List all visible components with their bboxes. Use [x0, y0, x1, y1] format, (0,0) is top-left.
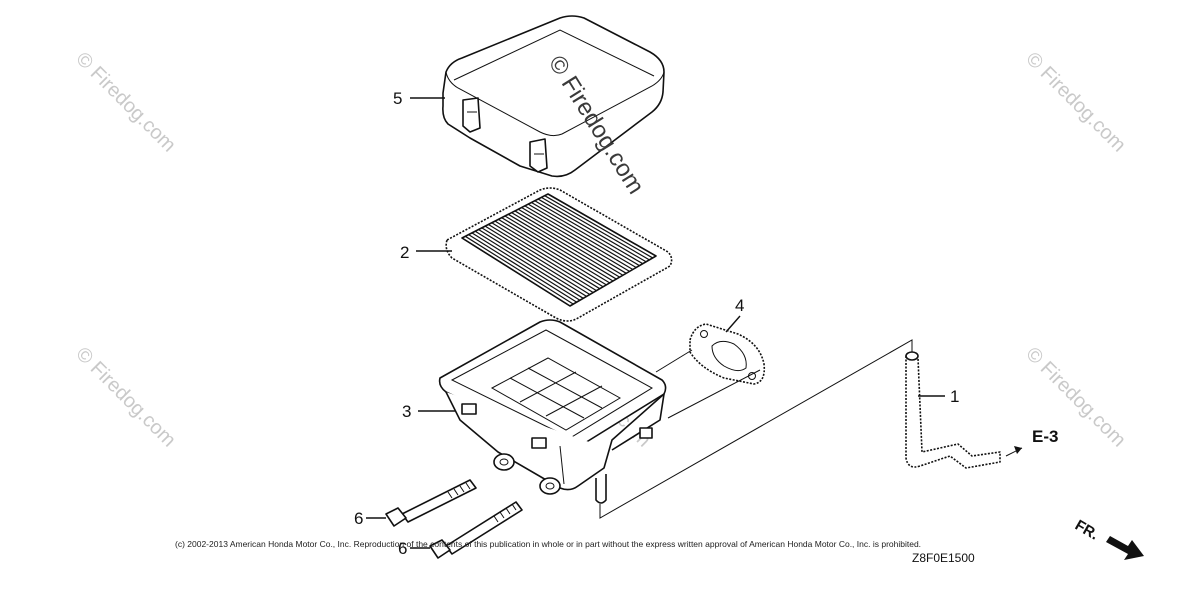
filter-pleat — [521, 207, 630, 272]
air-cleaner-cover — [442, 15, 665, 178]
copyright-notice: (c) 2002-2013 American Honda Motor Co., … — [175, 539, 921, 549]
filter-pleat — [464, 235, 574, 305]
air-filter-element — [445, 187, 673, 322]
filter-pleat — [491, 222, 601, 290]
filter-pleat — [547, 193, 657, 257]
alignment-line — [655, 349, 693, 373]
filter-pleat — [484, 225, 594, 294]
leader-line-4 — [725, 315, 741, 333]
callout-3: 3 — [402, 402, 411, 421]
watermark-top-right: © Firedog.com — [1021, 48, 1130, 157]
bolt-upper — [385, 479, 477, 527]
callout-4: 4 — [735, 296, 744, 315]
watermark-text: © Firedog.com — [71, 343, 180, 452]
breather-tube — [905, 351, 1001, 469]
watermark-text: © Firedog.com — [1021, 48, 1130, 157]
filter-pleat — [501, 217, 611, 284]
filter-pleat — [471, 232, 581, 301]
watermark-mid-left: © Firedog.com — [71, 343, 180, 452]
filter-pleat — [474, 230, 584, 299]
callout-1: 1 — [950, 387, 959, 406]
filter-pleat — [488, 223, 597, 292]
filter-pleat — [537, 198, 647, 263]
filter-pleat — [494, 220, 604, 288]
filter-pleat — [524, 205, 634, 270]
air-cleaner-case — [438, 319, 667, 504]
filter-pleat — [504, 215, 614, 282]
callout-6a: 6 — [354, 509, 363, 528]
gasket — [689, 323, 766, 385]
filter-pleat — [498, 218, 607, 286]
callout-5: 5 — [393, 89, 402, 108]
watermark-text: © Firedog.com — [71, 48, 180, 157]
filter-pleat — [514, 210, 624, 276]
callout-6b: 6 — [398, 539, 407, 558]
filter-pleat — [507, 213, 617, 280]
direction-arrow — [1106, 536, 1144, 560]
filter-pleat — [527, 203, 637, 269]
filter-pleat — [511, 212, 620, 278]
filter-pleat — [478, 229, 587, 297]
filter-pleat — [461, 237, 571, 307]
diagram-code: Z8F0E1500 — [912, 551, 975, 565]
filter-pleat — [517, 208, 627, 274]
filter-pleat — [531, 201, 640, 267]
callout-2: 2 — [400, 243, 409, 262]
filter-pleat — [468, 234, 577, 303]
filter-pleat — [534, 200, 644, 265]
alignment-line — [667, 369, 761, 419]
watermark-top-left: © Firedog.com — [71, 48, 180, 157]
bolt-lower — [429, 501, 523, 559]
filter-pleat — [481, 227, 591, 295]
front-direction-indicator: FR. — [1072, 517, 1144, 560]
tube-connection-line — [599, 339, 913, 519]
reference-e3: E-3 — [1032, 427, 1058, 446]
filter-pleat — [544, 195, 653, 259]
filter-pleats — [461, 193, 657, 307]
filter-pleat — [541, 196, 650, 261]
direction-label: FR. — [1072, 517, 1101, 544]
reference-arrow — [1005, 446, 1023, 457]
